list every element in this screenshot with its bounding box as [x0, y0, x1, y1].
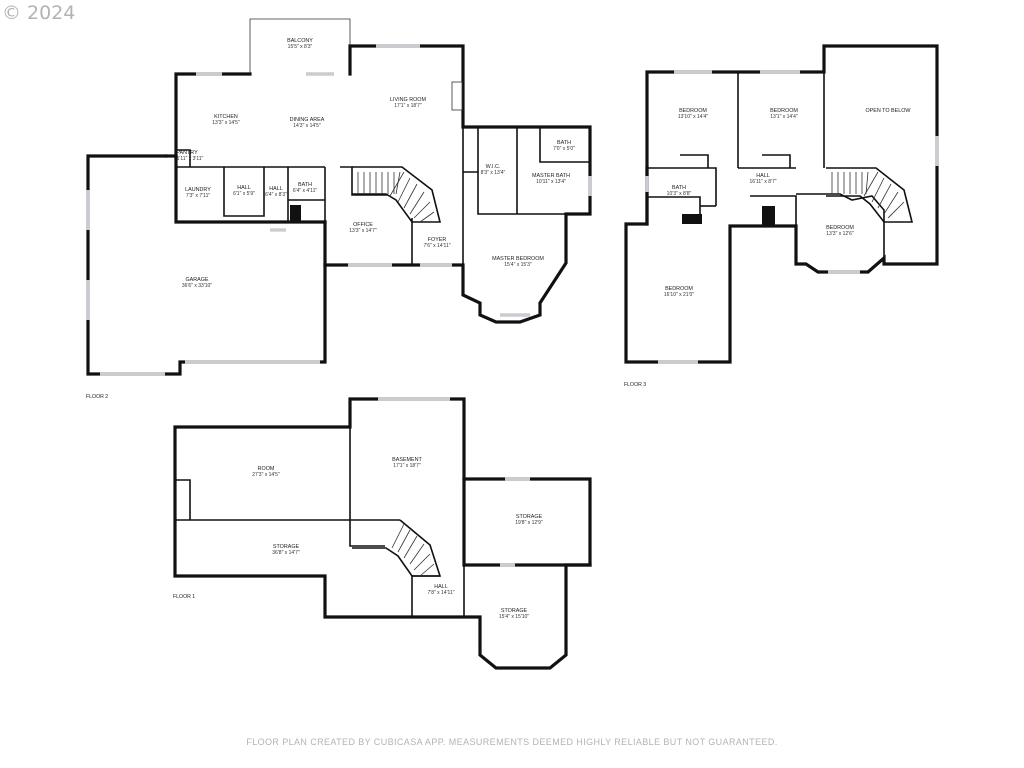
room-dims-hall-floor1: 7'8" x 14'11" — [427, 590, 454, 596]
room-dims-hall-a: 6'1" x 5'9" — [233, 191, 255, 197]
room-dims-foyer: 7'6" x 14'11" — [423, 243, 450, 249]
floor-1-stairs — [352, 519, 442, 577]
fireplace — [451, 81, 463, 111]
room-dims-garage: 36'6" x 33'10" — [182, 283, 212, 289]
room-dims-hall-floor3: 16'11" x 8'7" — [749, 179, 776, 185]
room-name-storage-c: STORAGE — [501, 608, 528, 614]
room-dims-living-room: 17'1" x 18'7" — [394, 103, 422, 109]
floor-3-stairs — [826, 167, 914, 223]
floor-1-label: FLOOR 1 — [173, 594, 195, 600]
room-dims-bath-floor3: 10'3" x 8'8" — [667, 191, 692, 197]
room-dims-bath-small: 7'0" x 5'0" — [553, 146, 575, 152]
room-name-kitchen: KITCHEN — [214, 114, 238, 120]
room-name-bath: BATH — [298, 182, 312, 188]
room-dims-storage-a: 36'8" x 14'7" — [272, 550, 300, 556]
floor-2-stairs — [352, 166, 442, 223]
room-dims-laundry: 7'3" x 7'11" — [186, 193, 210, 199]
room-name-bath-small: BATH — [557, 140, 571, 146]
room-name-basement: BASEMENT — [392, 457, 422, 463]
room-dims-pantry: 1'11" x 3'11" — [177, 156, 204, 162]
room-name-office: OFFICE — [353, 222, 373, 228]
room-dims-storage-c: 15'4" x 15'10" — [499, 614, 529, 620]
room-name-hall-b: HALL — [269, 186, 283, 192]
room-dims-master-bath: 10'11" x 13'4" — [536, 179, 566, 185]
room-dims-kitchen: 13'3" x 14'5" — [212, 120, 240, 126]
room-name-storage-a: STORAGE — [273, 544, 300, 550]
room-dims-storage-b: 19'8" x 12'9" — [515, 520, 543, 526]
room-dims-wic: 8'3" x 13'4" — [481, 170, 506, 176]
room-name-wic: W.I.C. — [486, 164, 501, 170]
floor-3-plan: BEDROOM 13'10" x 14'4" BEDROOM 13'1" x 1… — [624, 44, 939, 388]
room-dims-balcony: 15'5" x 8'3" — [288, 44, 313, 50]
room-name-room: ROOM — [258, 466, 275, 472]
room-name-open-to-below: OPEN TO BELOW — [865, 108, 911, 114]
room-name-dining-area: DINING AREA — [290, 117, 325, 123]
room-name-garage: GARAGE — [185, 277, 208, 283]
room-name-laundry: LAUNDRY — [185, 187, 211, 193]
room-name-bath-floor3: BATH — [672, 185, 686, 191]
room-dims-basement: 17'1" x 18'7" — [393, 463, 421, 469]
room-name-storage-b: STORAGE — [516, 514, 543, 520]
copyright-watermark: © 2024 — [2, 2, 75, 24]
floor-2-plan: BALCONY 15'5" x 8'3" KITCHEN 13'3" x 14'… — [86, 18, 592, 400]
floor-2-chimney — [290, 205, 301, 221]
room-name-living-room: LIVING ROOM — [390, 97, 426, 103]
room-name-hall-a: HALL — [237, 185, 251, 191]
floor-2-label: FLOOR 2 — [86, 394, 108, 400]
room-dims-master-bedroom: 15'4" x 15'3" — [504, 262, 532, 268]
room-dims-room: 27'3" x 14'5" — [252, 472, 280, 478]
room-name-hall-floor3: HALL — [756, 173, 770, 179]
room-name-bedroom-4: BEDROOM — [665, 286, 693, 292]
floor-3-fixture-a — [682, 214, 702, 224]
floor-1-plan: ROOM 27'3" x 14'5" BASEMENT 17'1" x 18'7… — [173, 397, 592, 670]
room-name-bedroom-2: BEDROOM — [770, 108, 798, 114]
room-dims-bath: 6'4" x 4'11" — [293, 188, 317, 194]
room-name-hall-floor1: HALL — [434, 584, 448, 590]
room-dims-bedroom-2: 13'1" x 14'4" — [770, 114, 798, 120]
cubicasa-disclaimer: FLOOR PLAN CREATED BY CUBICASA APP. MEAS… — [246, 737, 777, 747]
floor-3-fixture-b — [762, 206, 775, 225]
room-dims-bedroom-4: 16'10" x 21'0" — [664, 292, 694, 298]
room-name-bedroom-1: BEDROOM — [679, 108, 707, 114]
room-name-bedroom-3: BEDROOM — [826, 225, 854, 231]
room-name-master-bedroom: MASTER BEDROOM — [492, 256, 544, 262]
room-name-balcony: BALCONY — [287, 38, 313, 44]
floor-3-label: FLOOR 3 — [624, 382, 646, 388]
room-name-foyer: FOYER — [428, 237, 447, 243]
room-name-master-bath: MASTER BATH — [532, 173, 570, 179]
room-dims-dining-area: 14'3" x 14'5" — [293, 123, 321, 129]
room-dims-office: 13'3" x 14'7" — [349, 228, 377, 234]
room-dims-bedroom-3: 13'3" x 12'6" — [826, 231, 854, 237]
room-name-pantry: PANTRY — [176, 150, 198, 156]
room-dims-hall-b: 6'4" x 8'3" — [265, 192, 287, 198]
room-dims-bedroom-1: 13'10" x 14'4" — [678, 114, 708, 120]
